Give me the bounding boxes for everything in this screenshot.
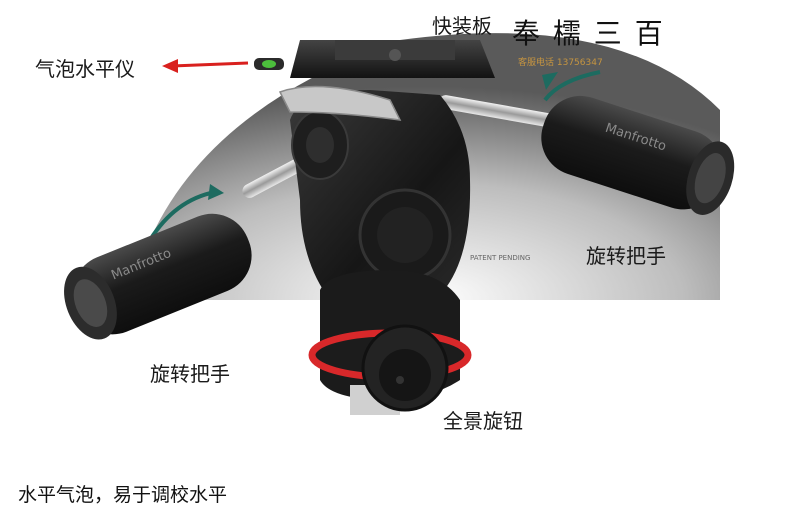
label-pano-knob: 全景旋钮 <box>443 409 523 433</box>
label-quick-plate: 快装板 <box>432 14 492 38</box>
right-rod <box>438 95 567 130</box>
bubble-level-arrow <box>171 61 249 68</box>
watermark-brand: 奉 檽 三 百 <box>512 17 665 50</box>
label-bubble-level: 气泡水平仪 <box>35 57 135 81</box>
rotate-arrow-right <box>543 70 601 102</box>
rotate-arrow-left <box>148 190 216 242</box>
right-handle: Manfrotto <box>541 95 735 215</box>
watermark-phone: 客服电话 13756347 <box>518 58 603 68</box>
release-lever <box>278 85 402 121</box>
svg-text:PATENT PENDING: PATENT PENDING <box>470 254 530 262</box>
left-handle: Manfrotto <box>64 213 252 340</box>
label-rotate-handle-right: 旋转把手 <box>586 244 666 268</box>
label-rotate-handle-left: 旋转把手 <box>150 362 230 386</box>
caption-text: 水平气泡，易于调校水平 <box>18 484 228 506</box>
